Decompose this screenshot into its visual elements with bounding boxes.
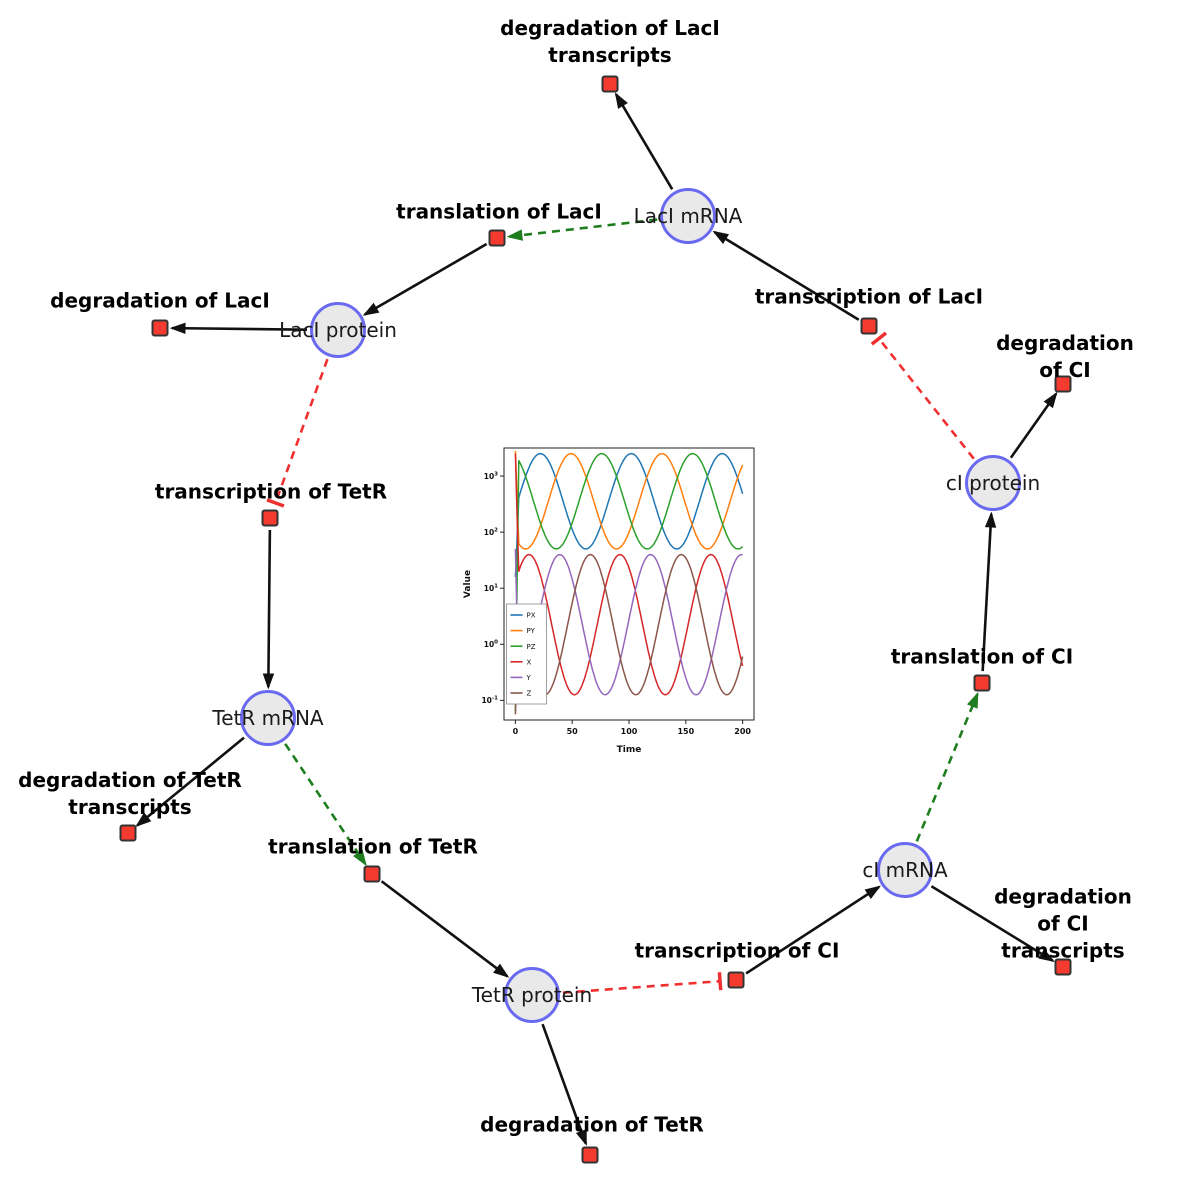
- legend-label-PX: PX: [527, 612, 536, 620]
- legend-label-Y: Y: [526, 674, 532, 682]
- edge-modifier-ci-mrna--translation-ci: [915, 694, 979, 842]
- x-tick-label: 200: [734, 727, 751, 736]
- x-tick-label: 50: [567, 727, 579, 736]
- species-node-ci-mrna[interactable]: [877, 842, 933, 898]
- x-tick-label: 150: [677, 727, 694, 736]
- y-tick-label: 100: [484, 640, 498, 650]
- reaction-node-deg-tetr-transcripts[interactable]: [119, 824, 137, 842]
- edge-production-transcription-ci--ci-mrna: [745, 887, 879, 975]
- y-tick-label: 102: [484, 527, 498, 537]
- series-line-Y: [514, 548, 743, 696]
- legend-label-PZ: PZ: [527, 643, 536, 651]
- reaction-node-deg-ci-transcripts[interactable]: [1054, 958, 1072, 976]
- series-line-Z: [514, 553, 744, 715]
- legend-label-PY: PY: [527, 627, 536, 635]
- y-tick-label: 103: [484, 471, 498, 481]
- edge-production-translation-ci--ci-protein: [981, 514, 992, 672]
- reaction-node-deg-ci[interactable]: [1054, 375, 1072, 393]
- reaction-node-transcription-ci[interactable]: [727, 971, 745, 989]
- reaction-node-deg-laci-transcripts[interactable]: [601, 75, 619, 93]
- reaction-node-translation-tetr[interactable]: [363, 865, 381, 883]
- edge-inhibition-laci-protein--transcription-tetr: [266, 358, 329, 508]
- y-axis-title: Value: [463, 570, 473, 598]
- species-node-laci-protein[interactable]: [310, 302, 366, 358]
- series-line-PZ: [514, 452, 744, 712]
- x-tick-label: 0: [513, 727, 519, 736]
- species-node-laci-mrna[interactable]: [660, 188, 716, 244]
- edge-consumption-ci-mrna--deg-ci-transcripts: [930, 885, 1052, 961]
- x-tick-label: 100: [621, 727, 638, 736]
- species-node-ci-protein[interactable]: [965, 455, 1021, 511]
- y-tick-label: 101: [484, 584, 498, 594]
- reaction-node-translation-ci[interactable]: [973, 674, 991, 692]
- reaction-node-transcription-laci[interactable]: [860, 317, 878, 335]
- edge-production-transcription-tetr--tetr-mrna: [268, 529, 270, 687]
- y-tick-label: 10-1: [481, 696, 498, 706]
- x-axis-title: Time: [617, 745, 642, 755]
- species-node-tetr-protein[interactable]: [504, 967, 560, 1023]
- edge-modifier-laci-mrna--translation-laci: [509, 218, 658, 237]
- legend-label-Z: Z: [527, 690, 532, 698]
- series-line-X: [514, 453, 744, 696]
- series-line-PY: [514, 450, 744, 550]
- edge-inhibition-tetr-protein--transcription-ci: [562, 972, 723, 995]
- reaction-node-deg-laci[interactable]: [151, 319, 169, 337]
- edge-modifier-tetr-mrna--translation-tetr: [284, 743, 365, 864]
- edge-consumption-ci-protein--deg-ci: [1009, 394, 1056, 459]
- edge-consumption-laci-mrna--deg-laci-transcripts: [616, 94, 674, 190]
- species-node-tetr-mrna[interactable]: [240, 690, 296, 746]
- edge-inhibition-ci-protein--transcription-laci: [870, 331, 975, 460]
- edge-consumption-tetr-protein--deg-tetr: [541, 1023, 588, 1144]
- legend: [506, 603, 547, 705]
- reaction-node-deg-tetr[interactable]: [581, 1146, 599, 1164]
- reaction-node-translation-laci[interactable]: [488, 229, 506, 247]
- edge-consumption-laci-protein--deg-laci: [172, 328, 308, 330]
- reaction-node-transcription-tetr[interactable]: [261, 509, 279, 527]
- edge-production-translation-laci--laci-protein: [365, 242, 488, 314]
- edge-production-translation-tetr--tetr-protein: [380, 880, 508, 976]
- legend-label-X: X: [527, 658, 532, 666]
- series-line-PX: [514, 452, 744, 578]
- edge-production-transcription-laci--laci-mrna: [714, 232, 860, 321]
- edge-consumption-tetr-mrna--deg-tetr-transcripts: [137, 736, 245, 826]
